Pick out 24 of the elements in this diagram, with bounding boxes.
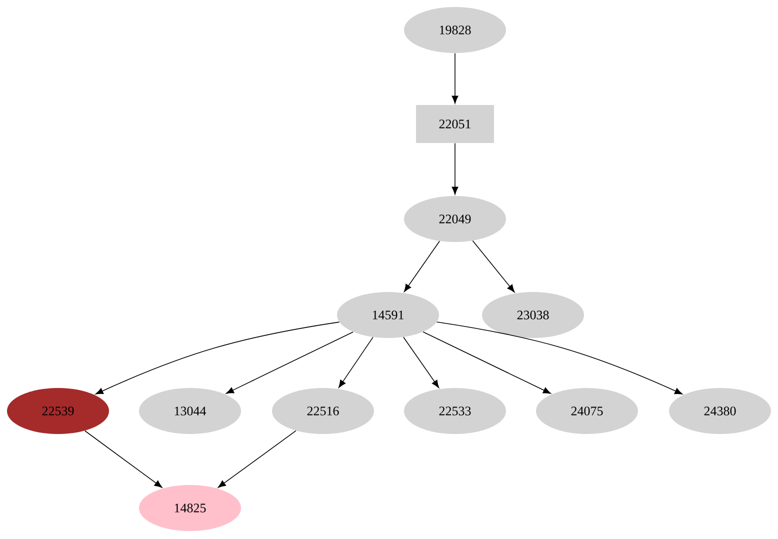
arrow: [95, 322, 340, 394]
arrow: [452, 52, 458, 104]
arrow: [226, 332, 354, 394]
ellipse-node: 19828: [404, 7, 506, 53]
ellipse-node: 14591: [337, 292, 439, 338]
arrow: [218, 430, 296, 488]
ellipse-node: 22049: [404, 196, 506, 242]
arrow: [403, 336, 440, 388]
ellipse-node: 24380: [669, 388, 771, 434]
arrow: [84, 430, 162, 488]
ellipse-node: 22516: [272, 388, 374, 434]
arrow: [436, 322, 683, 394]
ellipse-node: 13044: [139, 388, 241, 434]
arrow: [422, 332, 551, 394]
ellipse-node: 23038: [482, 292, 584, 338]
ellipse-node: 24075: [536, 388, 638, 434]
ellipse-node: 22533: [404, 388, 506, 434]
process-box: 22051: [416, 105, 494, 143]
arrow: [452, 142, 458, 195]
arrow: [338, 336, 374, 388]
ellipse-node: 14825: [139, 485, 241, 531]
arrow: [472, 240, 515, 292]
ellipse-node: 22539: [7, 388, 109, 434]
arrow: [404, 240, 440, 292]
